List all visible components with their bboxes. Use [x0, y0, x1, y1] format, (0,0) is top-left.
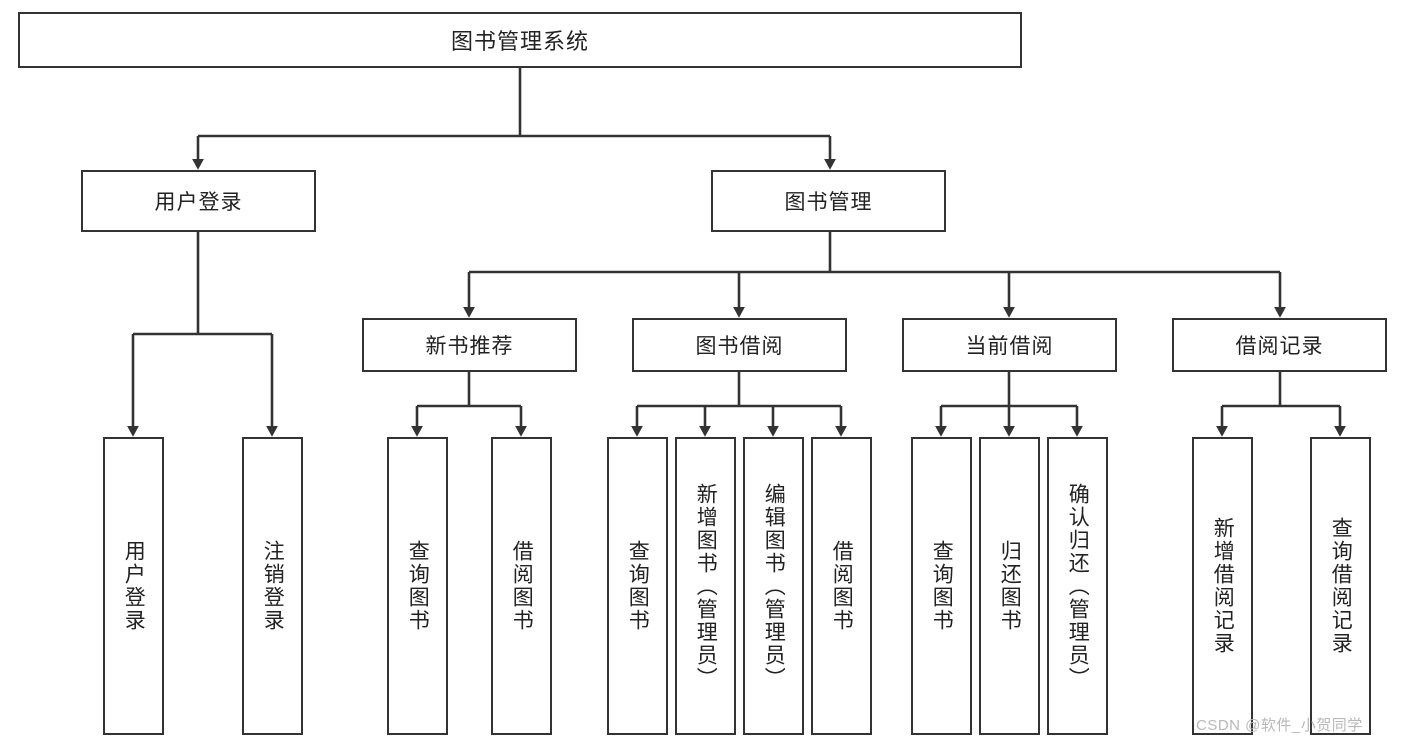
- node-borrow-record[interactable]: 借阅记录: [1172, 318, 1387, 372]
- csdn-watermark: CSDN @软件_小贺同学: [1196, 717, 1363, 734]
- node-leaf-borrow-book-2[interactable]: 借阅图书: [811, 437, 872, 735]
- node-book-borrow[interactable]: 图书借阅: [632, 318, 847, 372]
- node-leaf-borrow-book-1[interactable]: 借阅图书: [491, 437, 552, 735]
- node-leaf-return-book[interactable]: 归还图书: [979, 437, 1040, 735]
- node-leaf-query-record[interactable]: 查询借阅记录: [1310, 437, 1371, 735]
- node-leaf-edit-book[interactable]: 编辑图书（管理员）: [743, 437, 804, 735]
- node-leaf-query-book-1[interactable]: 查询图书: [387, 437, 448, 735]
- node-leaf-logout[interactable]: 注销登录: [242, 437, 303, 735]
- node-new-book-recommend[interactable]: 新书推荐: [362, 318, 577, 372]
- node-book-manage[interactable]: 图书管理: [711, 170, 946, 232]
- node-leaf-confirm-return[interactable]: 确认归还（管理员）: [1047, 437, 1108, 735]
- node-leaf-query-book-3[interactable]: 查询图书: [911, 437, 972, 735]
- node-leaf-add-record[interactable]: 新增借阅记录: [1192, 437, 1253, 735]
- node-leaf-add-book[interactable]: 新增图书（管理员）: [675, 437, 736, 735]
- node-root[interactable]: 图书管理系统: [18, 12, 1022, 68]
- node-leaf-user-login[interactable]: 用户登录: [103, 437, 164, 735]
- node-user-login[interactable]: 用户登录: [81, 170, 316, 232]
- node-leaf-query-book-2[interactable]: 查询图书: [607, 437, 668, 735]
- node-current-borrow[interactable]: 当前借阅: [902, 318, 1117, 372]
